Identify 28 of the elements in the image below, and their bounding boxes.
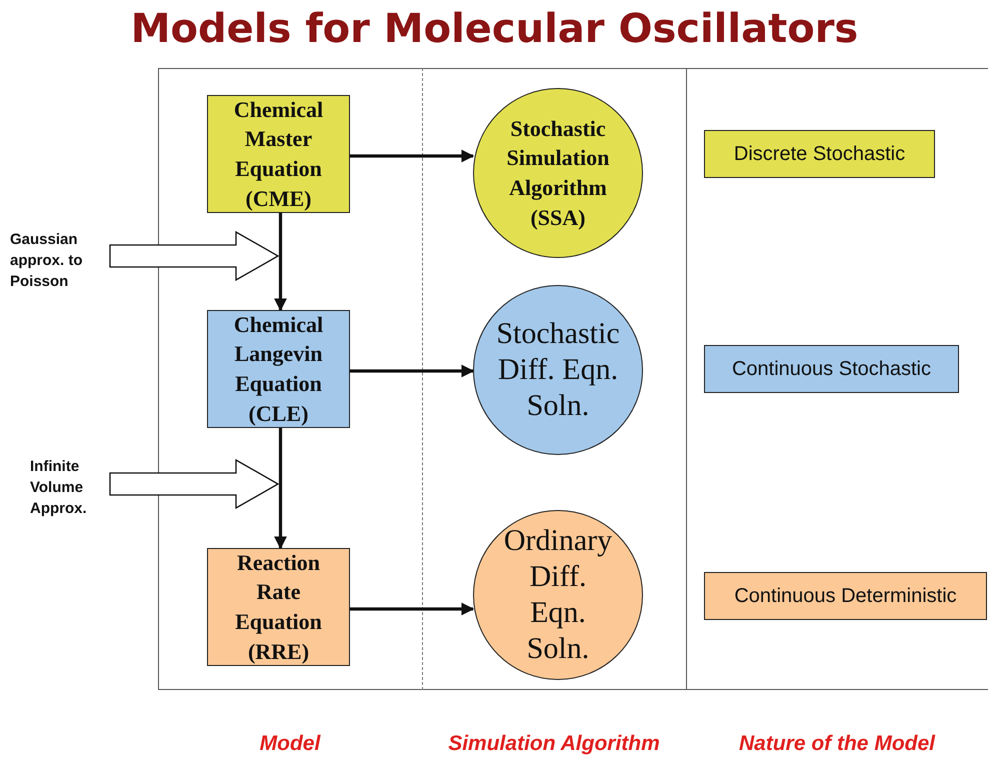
block-arrow — [109, 230, 280, 282]
node-label: Chemical Master Equation (CME) — [232, 96, 324, 213]
annotation-text: Infinite Volume Approx. — [30, 456, 88, 518]
node-label: Discrete Stochastic — [734, 142, 906, 166]
category-box — [704, 345, 959, 393]
title: Models for Molecular Oscillators — [130, 6, 860, 52]
annotation-text: Gaussian approx. to Poisson — [10, 230, 84, 292]
process-box — [207, 95, 350, 213]
block-arrow — [109, 458, 280, 510]
column-heading: Model — [258, 732, 322, 756]
node-label: Continuous Deterministic — [734, 584, 957, 608]
column-heading: Simulation Algorithm — [447, 732, 661, 756]
category-box — [704, 130, 935, 178]
node-label: Stochastic Diff. Eqn. Soln. — [496, 316, 620, 424]
node-label: Continuous Stochastic — [732, 357, 931, 381]
arrow — [274, 213, 287, 312]
node-label: Ordinary Diff. Eqn. Soln. — [502, 523, 614, 667]
arrow — [274, 428, 287, 550]
arrow — [350, 602, 474, 616]
arrow — [350, 150, 474, 162]
node-label: Chemical Langevin Equation (CLE) — [232, 310, 324, 428]
column-heading: Nature of the Model — [738, 732, 936, 756]
process-box — [207, 548, 350, 666]
process-box — [207, 310, 350, 428]
arrow — [350, 364, 474, 378]
node-label: Reaction Rate Equation (RRE) — [234, 548, 323, 666]
node-label: Stochastic Simulation Algorithm (SSA) — [506, 114, 610, 232]
category-box — [704, 572, 987, 620]
